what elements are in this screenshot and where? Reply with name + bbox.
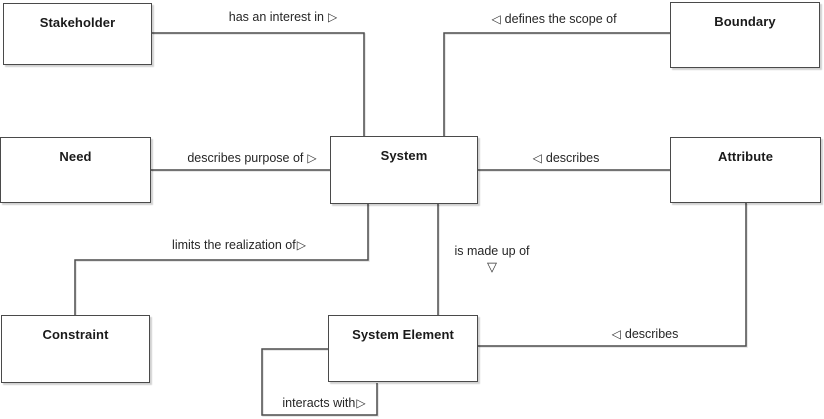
open-triangle-left-icon: ◁ [491, 12, 501, 26]
open-triangle-left-icon: ◁ [532, 151, 542, 165]
edge-label-limits-the-realization-of: limits the realization of ▷ [172, 238, 306, 253]
open-triangle-right-icon: ▷ [356, 396, 366, 410]
edge-label-describes-attribute-system: ◁ describes [533, 151, 600, 166]
edge-label-describes-attribute-systemelement: ◁ describes [612, 327, 679, 342]
edge-label-text: defines the scope of [504, 12, 617, 26]
open-triangle-right-icon: ▷ [296, 238, 306, 252]
open-triangle-right-icon: ▷ [307, 151, 317, 165]
node-stakeholder-label: Stakeholder [39, 15, 116, 30]
open-triangle-left-icon: ◁ [611, 327, 621, 341]
edge-system-constraint[interactable] [74, 204, 369, 315]
node-constraint[interactable]: Constraint [1, 315, 150, 383]
node-attribute-label: Attribute [717, 149, 774, 164]
edge-label-text: has an interest in [228, 10, 324, 24]
node-system-label: System [380, 148, 428, 163]
edge-label-describes-purpose-of: describes purpose of ▷ [187, 151, 316, 166]
node-attribute[interactable]: Attribute [670, 137, 821, 203]
node-system[interactable]: System [330, 136, 478, 204]
edge-label-is-made-up-of: is made up of ▽ [454, 244, 529, 274]
node-constraint-label: Constraint [42, 327, 109, 342]
node-system-element-label: System Element [352, 327, 454, 342]
open-triangle-right-icon: ▷ [327, 10, 338, 24]
open-triangle-down-icon: ▽ [486, 260, 497, 275]
edge-label-text: describes [545, 151, 600, 165]
edge-label-text: is made up of [454, 244, 530, 258]
edge-label-text: interacts with [282, 396, 356, 410]
edge-label-text: limits the realization of [172, 238, 296, 252]
edge-boundary-system[interactable] [443, 32, 670, 136]
node-system-element[interactable]: System Element [328, 315, 478, 382]
edge-stakeholder-system[interactable] [152, 32, 365, 136]
edge-label-text: describes [624, 327, 679, 341]
node-need[interactable]: Need [0, 137, 151, 203]
edge-label-interacts-with: interacts with ▷ [282, 396, 365, 411]
edge-label-has-an-interest-in: has an interest in ▷ [229, 10, 337, 25]
node-stakeholder[interactable]: Stakeholder [3, 3, 152, 65]
edge-systemelement-self-loop[interactable] [261, 348, 378, 416]
node-boundary[interactable]: Boundary [670, 2, 820, 68]
edge-label-defines-the-scope-of: ◁ defines the scope of [491, 12, 616, 27]
edge-attribute-systemelement[interactable] [478, 203, 747, 347]
node-boundary-label: Boundary [714, 14, 776, 29]
edge-label-text: describes purpose of [187, 151, 304, 165]
node-need-label: Need [59, 149, 92, 164]
